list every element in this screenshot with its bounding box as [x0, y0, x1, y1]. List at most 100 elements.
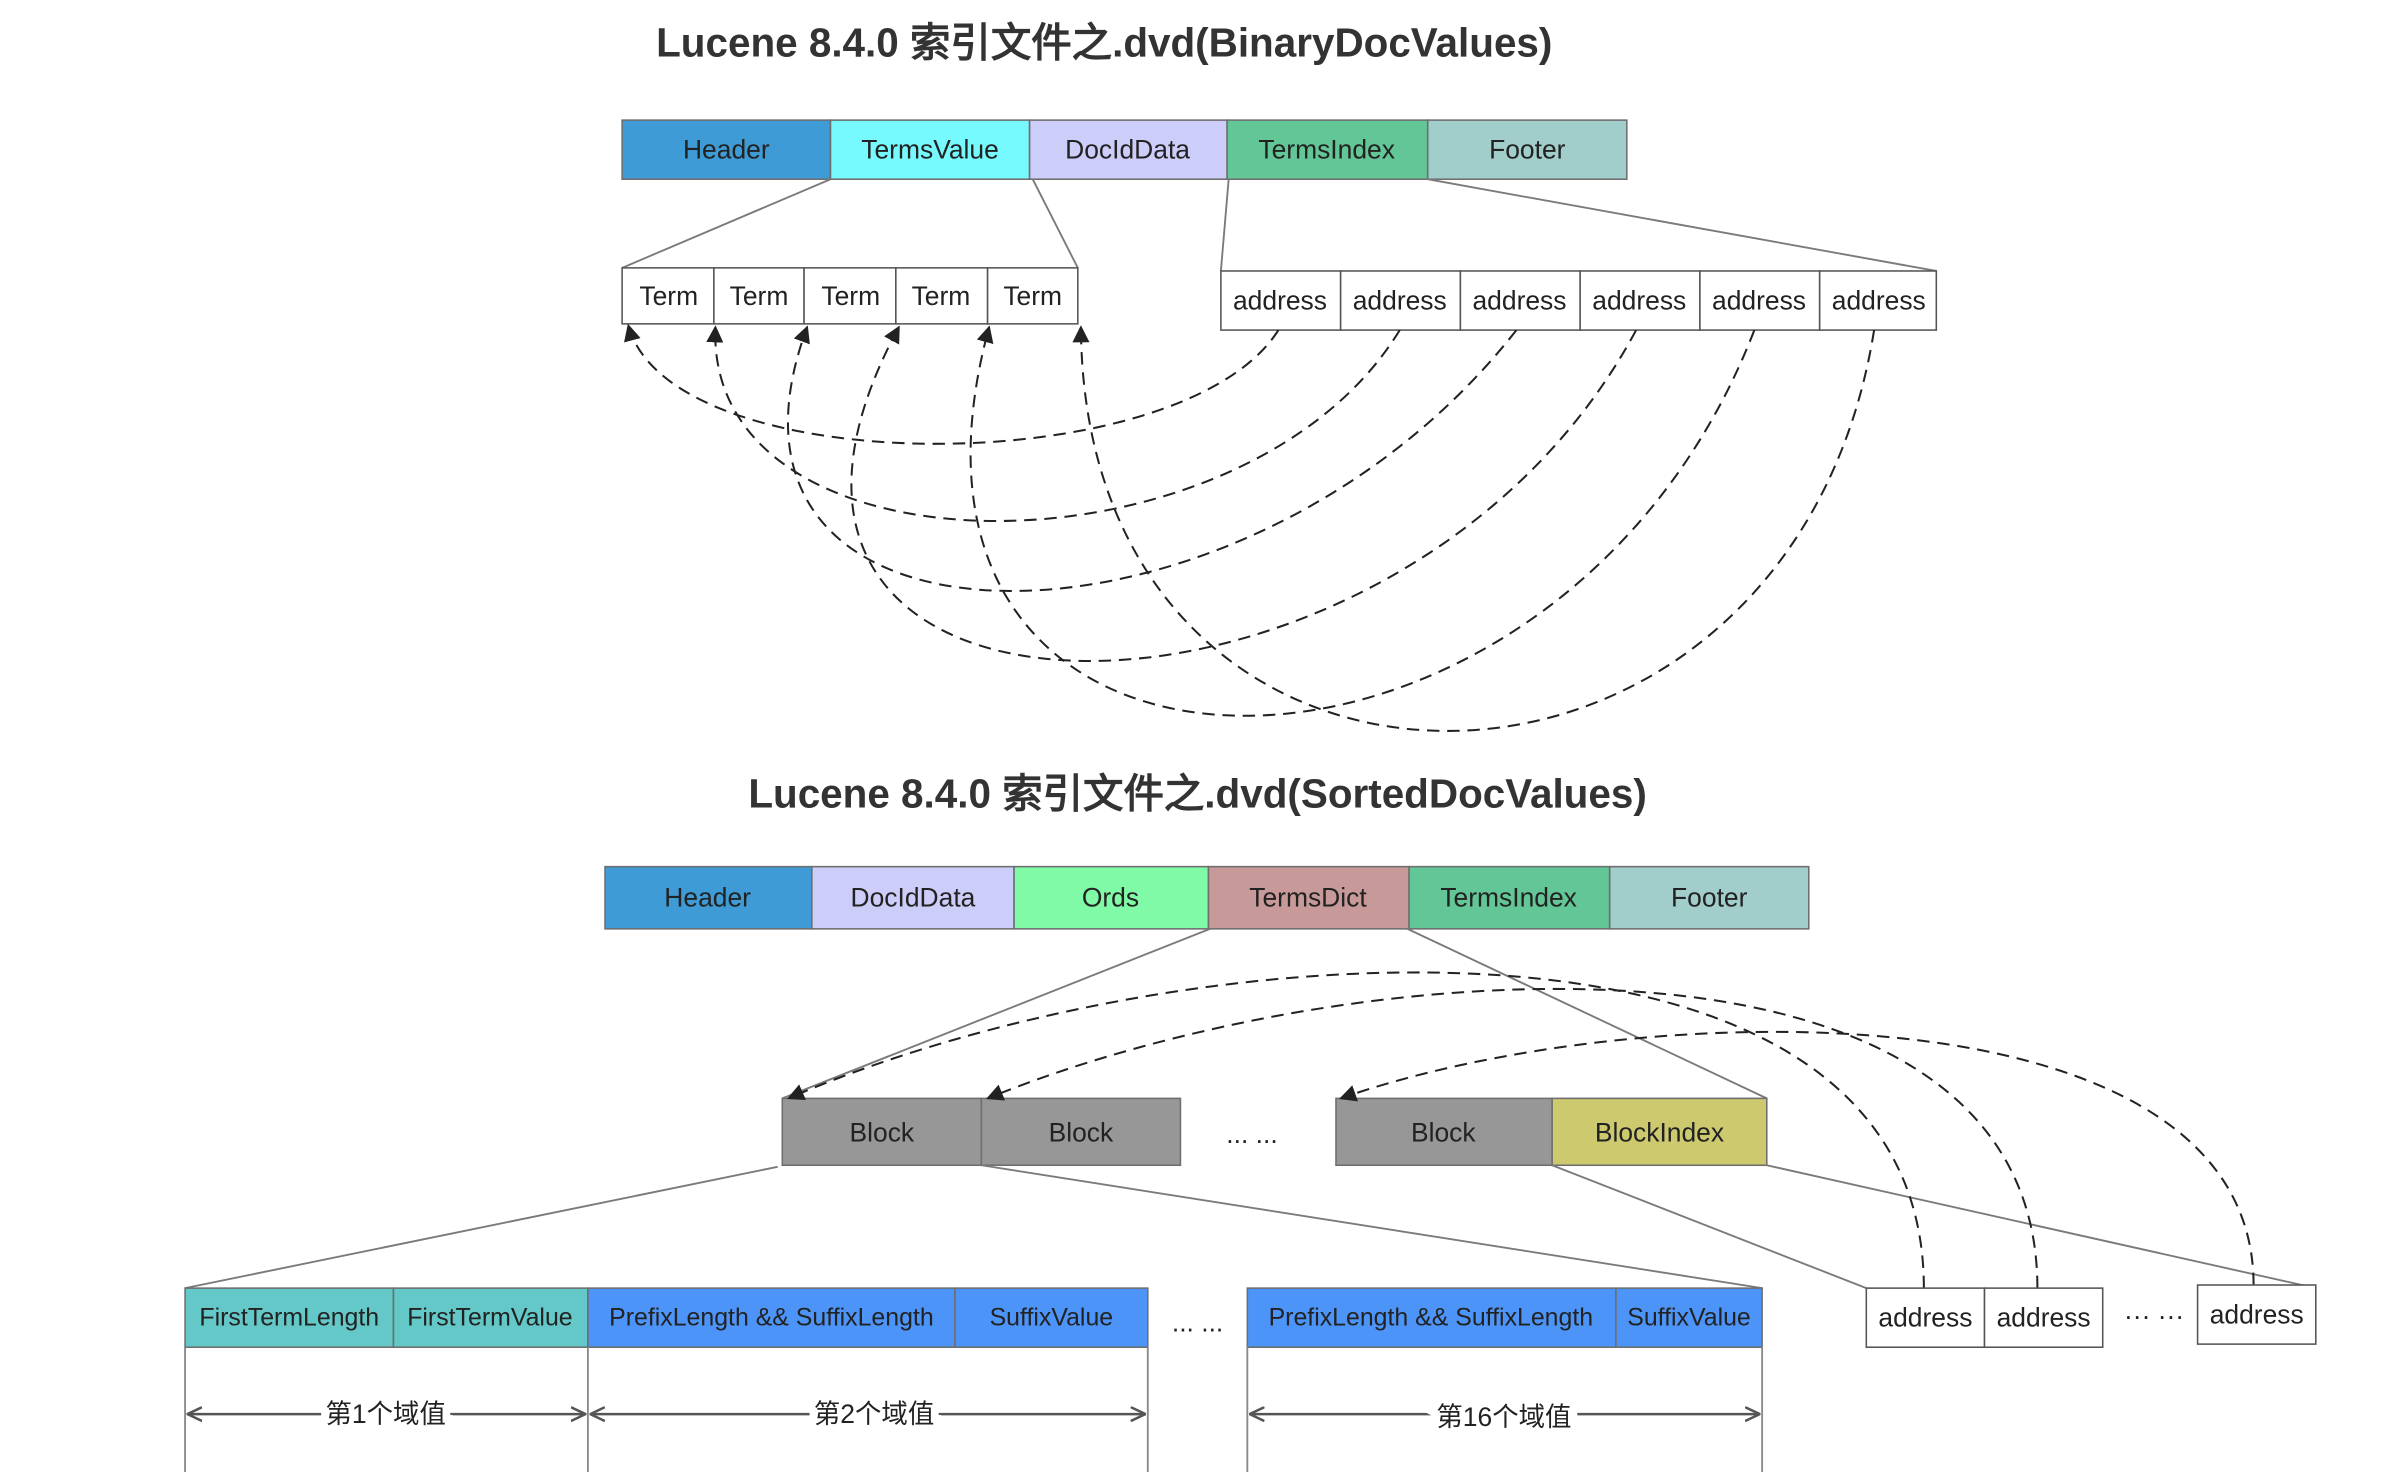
sorted-section-header: Header	[604, 865, 813, 930]
sorted-section-termsdict: TermsDict	[1207, 865, 1410, 930]
address-label: address	[1353, 286, 1447, 316]
binary-file-layout: Header TermsValue DocIdData TermsIndex F…	[621, 119, 1628, 180]
term-box	[621, 267, 715, 325]
binary-address-list: address address address address address …	[1220, 270, 1938, 331]
block-expansion-lines	[184, 1164, 2316, 1290]
address-box	[1865, 1287, 1986, 1348]
binary-section-header-box	[621, 119, 832, 180]
binary-section-dociddata: DocIdData	[1028, 119, 1228, 180]
block-label: Block	[1049, 1118, 1114, 1148]
address-to-term-arrow	[624, 323, 1280, 445]
value-span-label: 第16个域值	[1436, 1402, 1571, 1432]
block-expand-line-right	[981, 1164, 1763, 1290]
termsvalue-expand-line-right	[1031, 178, 1079, 269]
block-address-pointers	[786, 971, 2255, 1289]
term-list: Term Term Term Term Term	[621, 267, 1079, 325]
value-span-label: 第2个域值	[814, 1399, 934, 1429]
block-index-box	[1551, 1097, 1768, 1167]
sorted-section-header-label: Header	[664, 883, 751, 913]
sorted-section-dociddata-box	[811, 865, 1015, 930]
sorted-section-header-box	[604, 865, 813, 930]
binary-expansion-lines	[621, 178, 1937, 272]
suffix-value-box	[1615, 1287, 1763, 1348]
binary-section-termsindex-label: TermsIndex	[1258, 135, 1395, 165]
sorted-section-dociddata-label: DocIdData	[851, 883, 976, 913]
binary-title: Lucene 8.4.0 索引文件之.dvd(BinaryDocValues)	[656, 19, 1552, 65]
address-label: address	[1233, 286, 1327, 316]
binary-section-termsvalue-box	[829, 119, 1031, 180]
sorted-address-list: address address ··· ··· address	[1865, 1284, 2317, 1348]
first-term-length-label: FirstTermLength	[199, 1304, 379, 1332]
address-to-term-arrow	[1072, 325, 1876, 732]
address-box	[1579, 270, 1701, 331]
term-label: Term	[639, 281, 698, 311]
address-to-block-arrow	[1339, 1030, 2255, 1286]
prefix-suffix-length-label: PrefixLength && SuffixLength	[609, 1304, 934, 1332]
sorted-section-termsdict-box	[1207, 865, 1410, 930]
value-spans: 第1个域值 第2个域值 第16个域值	[188, 1391, 1759, 1440]
address-to-term-arrow	[706, 325, 1401, 522]
sorted-section-ords-label: Ords	[1082, 883, 1139, 913]
address-label: address	[2210, 1300, 2304, 1330]
binary-section-termsvalue: TermsValue	[829, 119, 1031, 180]
termsdict-expand-line-left	[781, 927, 1211, 1100]
block-box	[781, 1097, 983, 1167]
value-span-guides	[184, 1347, 1764, 1472]
first-term-value-label: FirstTermValue	[407, 1304, 572, 1332]
term-box	[895, 267, 989, 325]
sorted-section-dociddata: DocIdData	[811, 865, 1015, 930]
address-to-block-arrow	[986, 987, 2039, 1289]
sorted-title: Lucene 8.4.0 索引文件之.dvd(SortedDocValues)	[748, 771, 1646, 817]
address-to-term-arrow	[969, 325, 1756, 717]
address-label: address	[1997, 1303, 2091, 1333]
binary-section-header: Header	[621, 119, 832, 180]
address-to-term-arrow	[850, 325, 1638, 662]
address-box	[1818, 270, 1938, 331]
sorted-section-footer-box	[1608, 865, 1810, 930]
block-field-list: FirstTermLength FirstTermValue PrefixLen…	[184, 1287, 1763, 1348]
term-label: Term	[912, 281, 971, 311]
block-box	[980, 1097, 1182, 1167]
binary-section-dociddata-box	[1028, 119, 1228, 180]
prefix-suffix-length-label: PrefixLength && SuffixLength	[1269, 1304, 1594, 1332]
block-index-label: BlockIndex	[1595, 1118, 1724, 1148]
address-box	[1459, 270, 1581, 331]
sorted-section-termsdict-label: TermsDict	[1249, 883, 1367, 913]
address-ellipsis: ··· ···	[2124, 1301, 2184, 1331]
termsindex-expand-line-left	[1219, 179, 1230, 272]
binary-address-pointers	[624, 323, 1876, 732]
termsindex-expand-line-right	[1427, 178, 1937, 272]
address-label: address	[1472, 286, 1566, 316]
block-label: Block	[850, 1118, 915, 1148]
termsdict-expansion-lines	[781, 927, 1768, 1100]
binary-section-footer-label: Footer	[1489, 135, 1566, 165]
prefix-suffix-length-box	[1246, 1287, 1617, 1348]
address-box	[1983, 1287, 2104, 1348]
block-expand-line-left	[184, 1165, 778, 1290]
binary-section-termsvalue-label: TermsValue	[861, 135, 999, 165]
sorted-section-footer: Footer	[1608, 865, 1810, 930]
sorted-section-termsindex: TermsIndex	[1408, 865, 1611, 930]
term-box	[803, 267, 897, 325]
term-label: Term	[1003, 281, 1062, 311]
sorted-section-footer-label: Footer	[1671, 883, 1748, 913]
term-label: Term	[730, 281, 789, 311]
suffix-value-label: SuffixValue	[1627, 1304, 1751, 1332]
block-ellipsis: ... ...	[1226, 1119, 1277, 1149]
address-box	[2196, 1284, 2317, 1345]
block-list: Block Block ... ... Block BlockIndex	[781, 1097, 1768, 1167]
value-span-label: 第1个域值	[326, 1399, 446, 1429]
termsdict-expand-line-right	[1407, 928, 1768, 1100]
address-to-block-arrow	[786, 971, 1925, 1289]
binary-section-footer: Footer	[1426, 119, 1628, 180]
term-box	[713, 267, 805, 325]
binary-section-termsindex: TermsIndex	[1226, 119, 1429, 180]
sorted-section-termsindex-box	[1408, 865, 1611, 930]
address-to-term-arrow	[786, 325, 1518, 592]
address-label: address	[1832, 286, 1926, 316]
sorted-file-layout: Header DocIdData Ords TermsDict TermsInd…	[604, 865, 1810, 930]
blockindex-expand-line-left	[1551, 1164, 1867, 1289]
term-label: Term	[821, 281, 880, 311]
term-box	[986, 267, 1079, 325]
